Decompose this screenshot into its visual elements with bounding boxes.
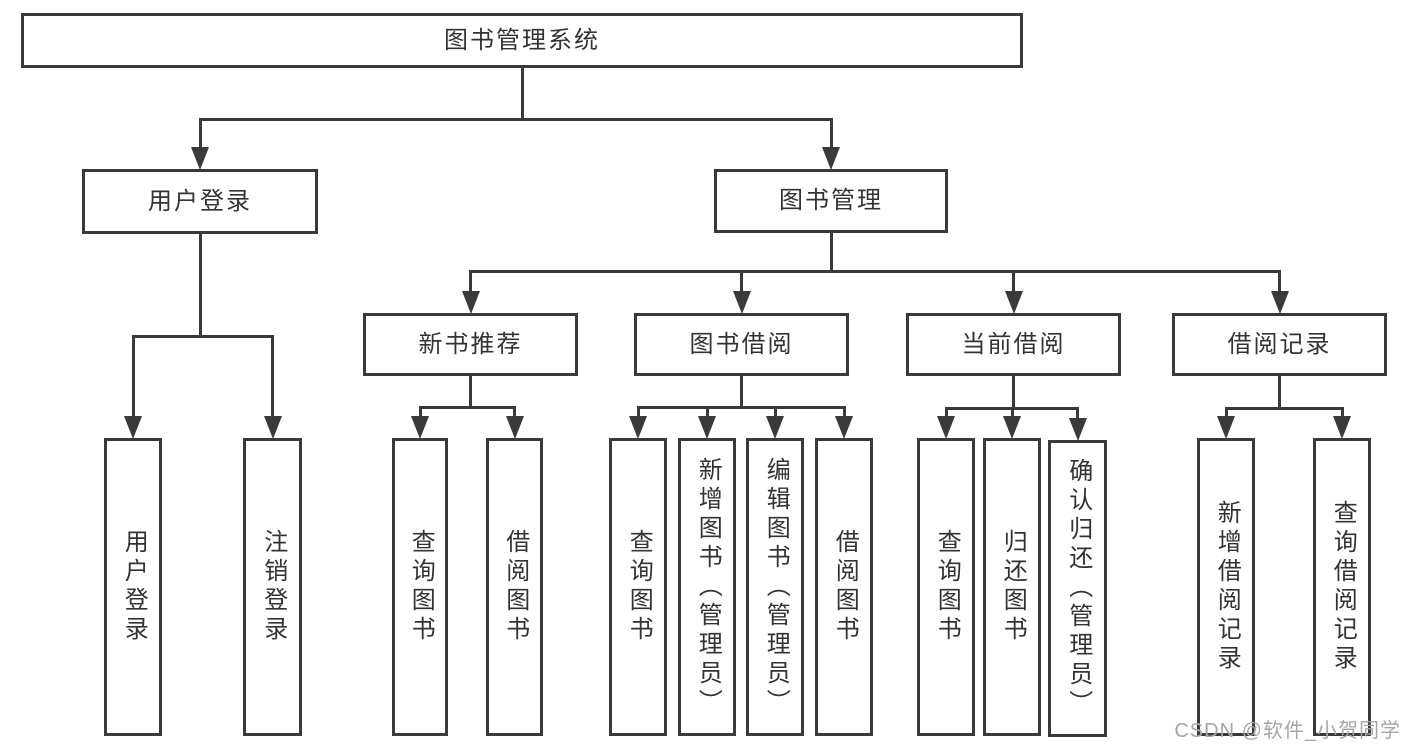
node-label-bor-borrow-book: 借阅图书 (831, 529, 859, 645)
connector-drop-cur-query-book (944, 407, 948, 419)
arrowhead-borrow-records (1270, 291, 1289, 314)
node-cur-return-book: 归还图书 (983, 438, 1041, 736)
node-rec-query-book: 查询图书 (392, 438, 448, 736)
connector-stub-current-borrow (1012, 376, 1015, 410)
node-label-user-login-group: 用户登录 (148, 187, 252, 215)
node-book-borrow: 图书借阅 (634, 313, 849, 376)
connector-stub-book-manage (829, 233, 833, 273)
node-label-borrow-records: 借阅记录 (1227, 330, 1332, 358)
node-bor-borrow-book: 借阅图书 (815, 438, 873, 736)
connector-drop-user-login-group (198, 118, 202, 150)
connector-bus-root (198, 118, 833, 121)
node-label-user-logout: 注销登录 (259, 529, 287, 645)
connector-drop-recd-query-record (1340, 407, 1344, 419)
node-label-new-book-rec: 新书推荐 (418, 330, 523, 358)
connector-stub-borrow-records (1278, 376, 1281, 410)
node-bor-query-book: 查询图书 (609, 438, 667, 736)
connector-drop-rec-borrow-book (513, 406, 516, 419)
node-label-book-borrow: 图书借阅 (689, 330, 794, 358)
node-rec-borrow-book: 借阅图书 (486, 438, 543, 736)
node-recd-add-record: 新增借阅记录 (1197, 438, 1255, 736)
connector-bus-book-borrow (636, 406, 846, 409)
arrowhead-current-borrow (1004, 291, 1023, 314)
connector-drop-user-logout (271, 335, 274, 419)
node-borrow-records: 借阅记录 (1172, 313, 1387, 376)
connector-drop-current-borrow (1012, 270, 1015, 294)
node-book-manage: 图书管理 (714, 169, 948, 233)
node-label-rec-query-book: 查询图书 (407, 529, 435, 645)
connector-drop-book-manage (829, 118, 833, 150)
node-label-recd-query-record: 查询借阅记录 (1329, 500, 1357, 674)
connector-stub-new-book-rec (469, 376, 472, 409)
node-label-cur-return-book: 归还图书 (999, 529, 1027, 645)
node-new-book-rec: 新书推荐 (363, 313, 578, 376)
arrowhead-cur-return-book (1003, 416, 1021, 439)
node-label-recd-add-record: 新增借阅记录 (1213, 500, 1241, 674)
arrowhead-bor-borrow-book (835, 416, 853, 439)
connector-bus-borrow-records (1224, 407, 1344, 410)
node-user-logout: 注销登录 (243, 438, 302, 736)
arrowhead-bor-query-book (629, 416, 647, 439)
connector-drop-book-borrow (740, 270, 743, 294)
node-label-current-borrow: 当前借阅 (961, 330, 1066, 358)
connector-drop-cur-confirm-return (1076, 407, 1079, 421)
node-current-borrow: 当前借阅 (906, 313, 1121, 376)
connector-stub-book-borrow (740, 376, 743, 409)
node-recd-query-record: 查询借阅记录 (1313, 438, 1371, 736)
node-label-root: 图书管理系统 (444, 26, 600, 54)
arrowhead-rec-borrow-book (505, 416, 524, 439)
arrowhead-book-manage (822, 147, 840, 170)
arrowhead-recd-query-record (1333, 416, 1351, 439)
arrowhead-book-borrow (732, 291, 751, 314)
node-label-bor-query-book: 查询图书 (625, 529, 653, 645)
arrowhead-bor-edit-book (766, 416, 784, 439)
node-user-login-group: 用户登录 (82, 169, 318, 234)
csdn-watermark: CSDN @软件_小贺同学 (1174, 720, 1401, 742)
node-label-cur-query-book: 查询图书 (933, 529, 961, 645)
node-cur-query-book: 查询图书 (917, 438, 975, 736)
connector-drop-rec-query-book (418, 406, 422, 419)
connector-stub-user-login-group (198, 234, 202, 338)
connector-bus-book-manage (469, 270, 1281, 273)
arrowhead-user-logout (263, 416, 282, 439)
arrowhead-user-login-group (191, 147, 209, 170)
node-label-bor-add-book: 新增图书（管理员） (694, 456, 722, 718)
connector-drop-bor-borrow-book (842, 406, 846, 419)
arrowhead-user-login (124, 416, 142, 439)
node-bor-add-book: 新增图书（管理员） (678, 438, 736, 736)
connector-bus-new-book-rec (418, 406, 516, 409)
node-label-cur-confirm-return: 确认归还（管理员） (1064, 458, 1092, 719)
node-cur-confirm-return: 确认归还（管理员） (1048, 440, 1107, 737)
arrowhead-new-book-rec (461, 291, 480, 314)
node-label-user-login: 用户登录 (120, 529, 148, 645)
node-user-login: 用户登录 (104, 438, 162, 736)
connector-drop-bor-add-book (705, 406, 709, 419)
node-label-book-manage: 图书管理 (779, 187, 883, 214)
connector-bus-user-login-group (131, 335, 274, 338)
connector-stub-root (520, 68, 524, 121)
node-bor-edit-book: 编辑图书（管理员） (746, 438, 804, 736)
node-label-rec-borrow-book: 借阅图书 (501, 529, 529, 645)
arrowhead-recd-add-record (1217, 416, 1235, 439)
arrowhead-cur-query-book (937, 416, 955, 439)
connector-drop-recd-add-record (1224, 407, 1228, 419)
node-label-bor-edit-book: 编辑图书（管理员） (762, 456, 790, 718)
connector-drop-borrow-records (1278, 270, 1281, 294)
connector-drop-bor-edit-book (773, 406, 777, 419)
arrowhead-rec-query-book (411, 416, 429, 439)
node-root: 图书管理系统 (21, 13, 1023, 68)
arrowhead-bor-add-book (698, 416, 716, 439)
arrowhead-cur-confirm-return (1068, 418, 1087, 441)
connector-drop-new-book-rec (469, 270, 472, 294)
connector-drop-user-login (131, 335, 135, 419)
connector-drop-cur-return-book (1010, 407, 1014, 419)
connector-drop-bor-query-book (636, 406, 640, 419)
